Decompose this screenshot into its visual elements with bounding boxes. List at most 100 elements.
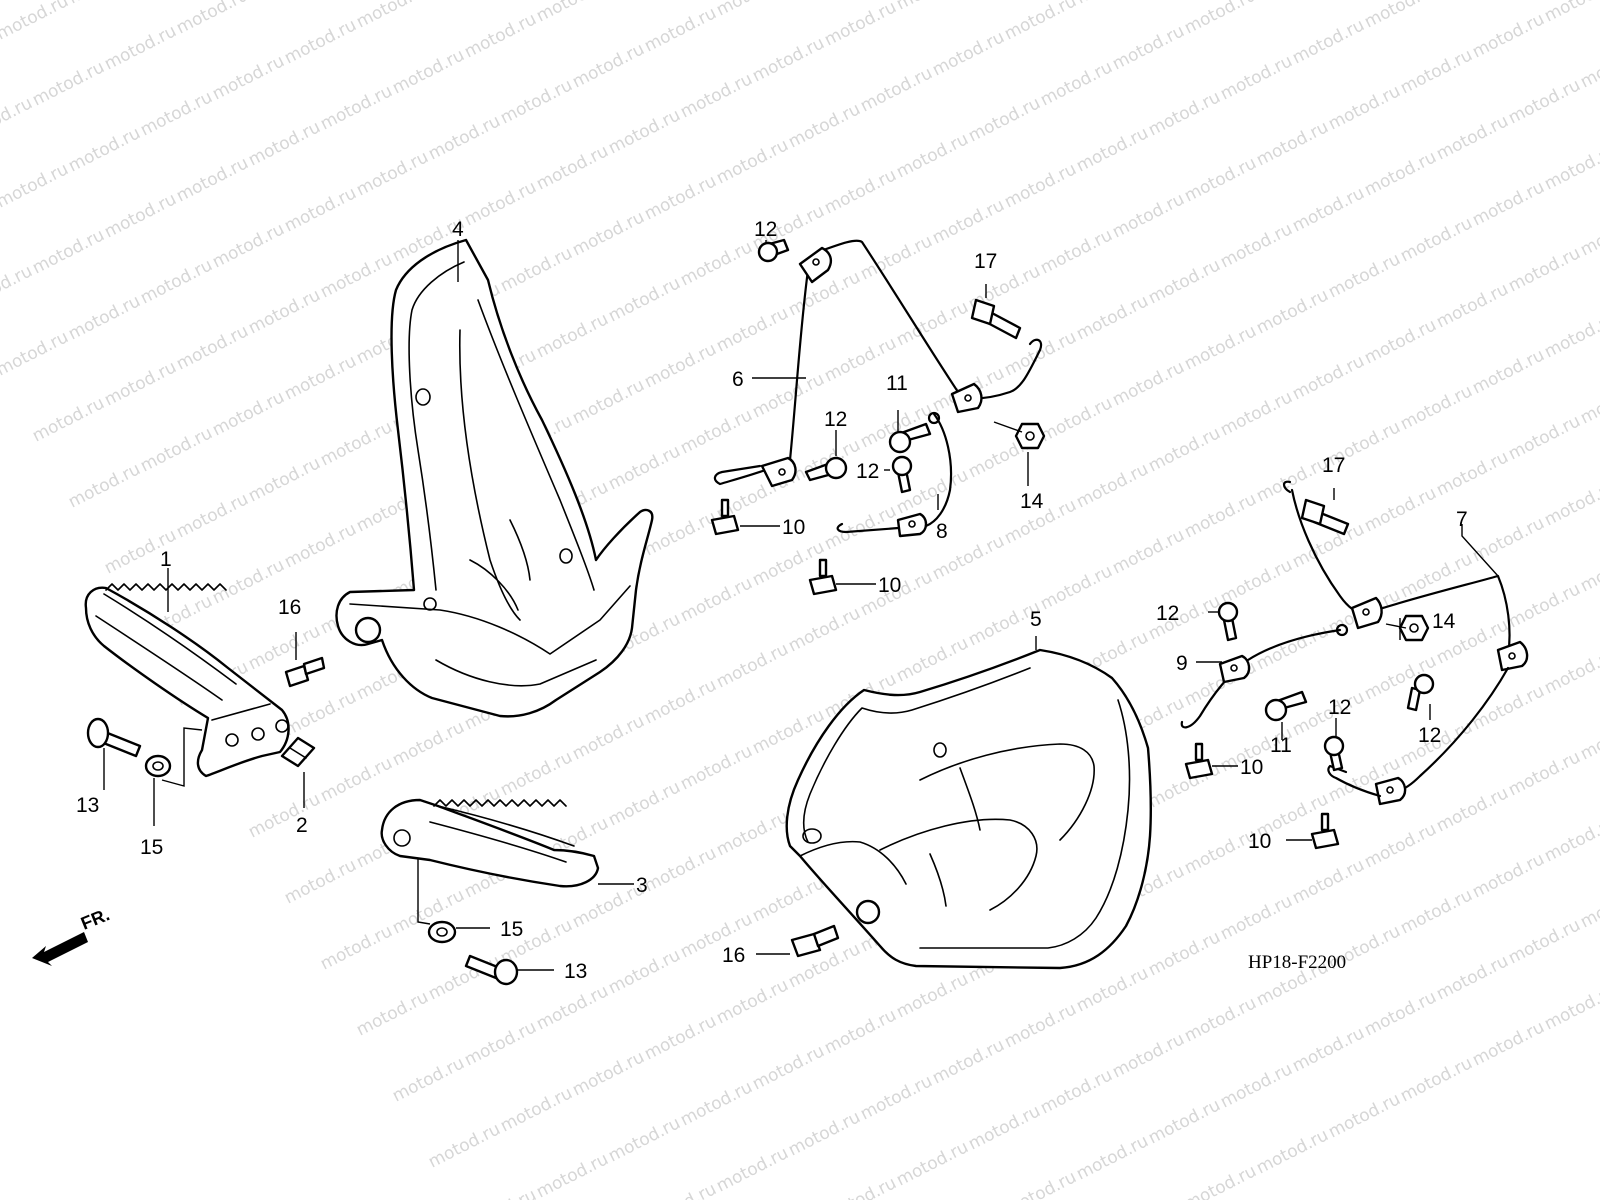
callout-9: 9 bbox=[1176, 652, 1188, 675]
watermark-text: motod.ru bbox=[1253, 453, 1332, 506]
watermark-text: motod.ru bbox=[317, 81, 396, 134]
watermark-text: motod.ru bbox=[1181, 153, 1260, 206]
watermark-text: motod.ru bbox=[1145, 87, 1224, 140]
watermark-text: motod.ru bbox=[1577, 39, 1600, 92]
watermark-text: motod.ru bbox=[1505, 75, 1584, 128]
watermark-text: motod.ru bbox=[1577, 207, 1600, 260]
watermark-text: motod.ru bbox=[893, 129, 972, 182]
watermark-text: motod.ru bbox=[569, 375, 648, 428]
watermark-text: motod.ru bbox=[209, 387, 288, 440]
watermark-text: motod.ru bbox=[1361, 147, 1440, 200]
bolt-10-c bbox=[1184, 742, 1214, 780]
watermark-text: motod.ru bbox=[1037, 225, 1116, 278]
watermark-text: motod.ru bbox=[893, 297, 972, 350]
callout-10b: 10 bbox=[878, 574, 901, 597]
watermark-text: motod.ru bbox=[893, 0, 972, 14]
watermark-text: motod.ru bbox=[1577, 711, 1600, 764]
watermark-text: motod.ru bbox=[1037, 1065, 1116, 1118]
watermark-text: motod.ru bbox=[245, 453, 324, 506]
watermark-text: motod.ru bbox=[1325, 1089, 1404, 1142]
callout-1: 1 bbox=[160, 548, 172, 571]
watermark-text: motod.ru bbox=[1361, 483, 1440, 536]
watermark-text: motod.ru bbox=[1505, 579, 1584, 632]
watermark-text: motod.ru bbox=[749, 369, 828, 422]
watermark-text: motod.ru bbox=[641, 843, 720, 896]
watermark-text: motod.ru bbox=[29, 225, 108, 278]
watermark-text: motod.ru bbox=[1397, 549, 1476, 602]
watermark-text: motod.ru bbox=[1217, 51, 1296, 104]
watermark-text: motod.ru bbox=[1469, 9, 1548, 62]
watermark-text: motod.ru bbox=[785, 435, 864, 488]
watermark-text: motod.ru bbox=[929, 195, 1008, 248]
callout-numbers: 1 2 3 4 5 6 7 8 9 10 10 10 10 11 11 12 1… bbox=[76, 218, 1468, 983]
collar-15-right bbox=[427, 920, 457, 944]
watermark-text: motod.ru bbox=[641, 1179, 720, 1200]
watermark-text: motod.ru bbox=[749, 33, 828, 86]
watermark-text: motod.ru bbox=[533, 981, 612, 1034]
watermark-text: motod.ru bbox=[821, 1005, 900, 1058]
watermark-text: motod.ru bbox=[245, 789, 324, 842]
footpeg-left bbox=[84, 583, 290, 778]
watermark-text: motod.ru bbox=[1001, 999, 1080, 1052]
watermark-text: motod.ru bbox=[785, 99, 864, 152]
watermark-text: motod.ru bbox=[821, 165, 900, 218]
watermark-text: motod.ru bbox=[461, 9, 540, 62]
watermark-text: motod.ru bbox=[281, 351, 360, 404]
watermark-text: motod.ru bbox=[1541, 309, 1600, 362]
watermark-text: motod.ru bbox=[317, 249, 396, 302]
callout-17a: 17 bbox=[974, 250, 997, 273]
watermark-text: motod.ru bbox=[173, 489, 252, 542]
watermark-text: motod.ru bbox=[1361, 819, 1440, 872]
callout-14b: 14 bbox=[1432, 610, 1456, 633]
callout-8: 8 bbox=[936, 520, 948, 543]
callout-12d: 12 bbox=[1156, 602, 1179, 625]
watermark-text: motod.ru bbox=[677, 237, 756, 290]
watermark-text: motod.ru bbox=[1001, 0, 1080, 44]
watermark-text: motod.ru bbox=[713, 1143, 792, 1196]
bolt-10-a bbox=[710, 498, 740, 536]
callout-15a: 15 bbox=[140, 836, 163, 859]
watermark-text: motod.ru bbox=[641, 3, 720, 56]
watermark-text: motod.ru bbox=[1253, 285, 1332, 338]
callout-12e: 12 bbox=[1328, 696, 1351, 719]
watermark-text: motod.ru bbox=[1001, 1167, 1080, 1200]
watermark-text: motod.ru bbox=[677, 69, 756, 122]
front-direction-label: FR. bbox=[78, 904, 112, 933]
watermark-text: motod.ru bbox=[749, 1041, 828, 1094]
callout-10a: 10 bbox=[782, 516, 805, 539]
watermark-text: motod.ru bbox=[1145, 927, 1224, 980]
watermark-text: motod.ru bbox=[1253, 621, 1332, 674]
watermark-text: motod.ru bbox=[1469, 513, 1548, 566]
watermark-text: motod.ru bbox=[245, 285, 324, 338]
callout-12f: 12 bbox=[1418, 724, 1441, 747]
callout-10d: 10 bbox=[1248, 830, 1271, 853]
watermark-text: motod.ru bbox=[173, 153, 252, 206]
watermark-text: motod.ru bbox=[245, 117, 324, 170]
watermark-text: motod.ru bbox=[425, 1119, 504, 1172]
watermark-text: motod.ru bbox=[533, 1149, 612, 1200]
bolt-17-right bbox=[1300, 498, 1350, 536]
watermark-text: motod.ru bbox=[1361, 987, 1440, 1040]
watermark-text: motod.ru bbox=[713, 303, 792, 356]
watermark-text: motod.ru bbox=[1217, 891, 1296, 944]
watermark-text: motod.ru bbox=[317, 417, 396, 470]
watermark-text: motod.ru bbox=[1253, 117, 1332, 170]
watermark-text: motod.ru bbox=[749, 873, 828, 926]
hardware bbox=[86, 238, 1435, 986]
watermark-text: motod.ru bbox=[677, 741, 756, 794]
callout-14a: 14 bbox=[1020, 490, 1044, 513]
watermark-text: motod.ru bbox=[1217, 555, 1296, 608]
watermark-text: motod.ru bbox=[281, 687, 360, 740]
watermark-text: motod.ru bbox=[281, 15, 360, 68]
watermark-text: motod.ru bbox=[353, 987, 432, 1040]
watermark-text: motod.ru bbox=[1253, 1125, 1332, 1178]
clip-16-left bbox=[284, 656, 326, 688]
watermark-text: motod.ru bbox=[1073, 459, 1152, 512]
watermark-text: motod.ru bbox=[569, 207, 648, 260]
stay-wire-9 bbox=[1180, 623, 1349, 729]
callout-15b: 15 bbox=[500, 918, 523, 941]
watermark-text: motod.ru bbox=[425, 111, 504, 164]
watermark-text: motod.ru bbox=[245, 0, 324, 2]
watermark-text: motod.ru bbox=[1073, 963, 1152, 1016]
watermark-text: motod.ru bbox=[281, 183, 360, 236]
